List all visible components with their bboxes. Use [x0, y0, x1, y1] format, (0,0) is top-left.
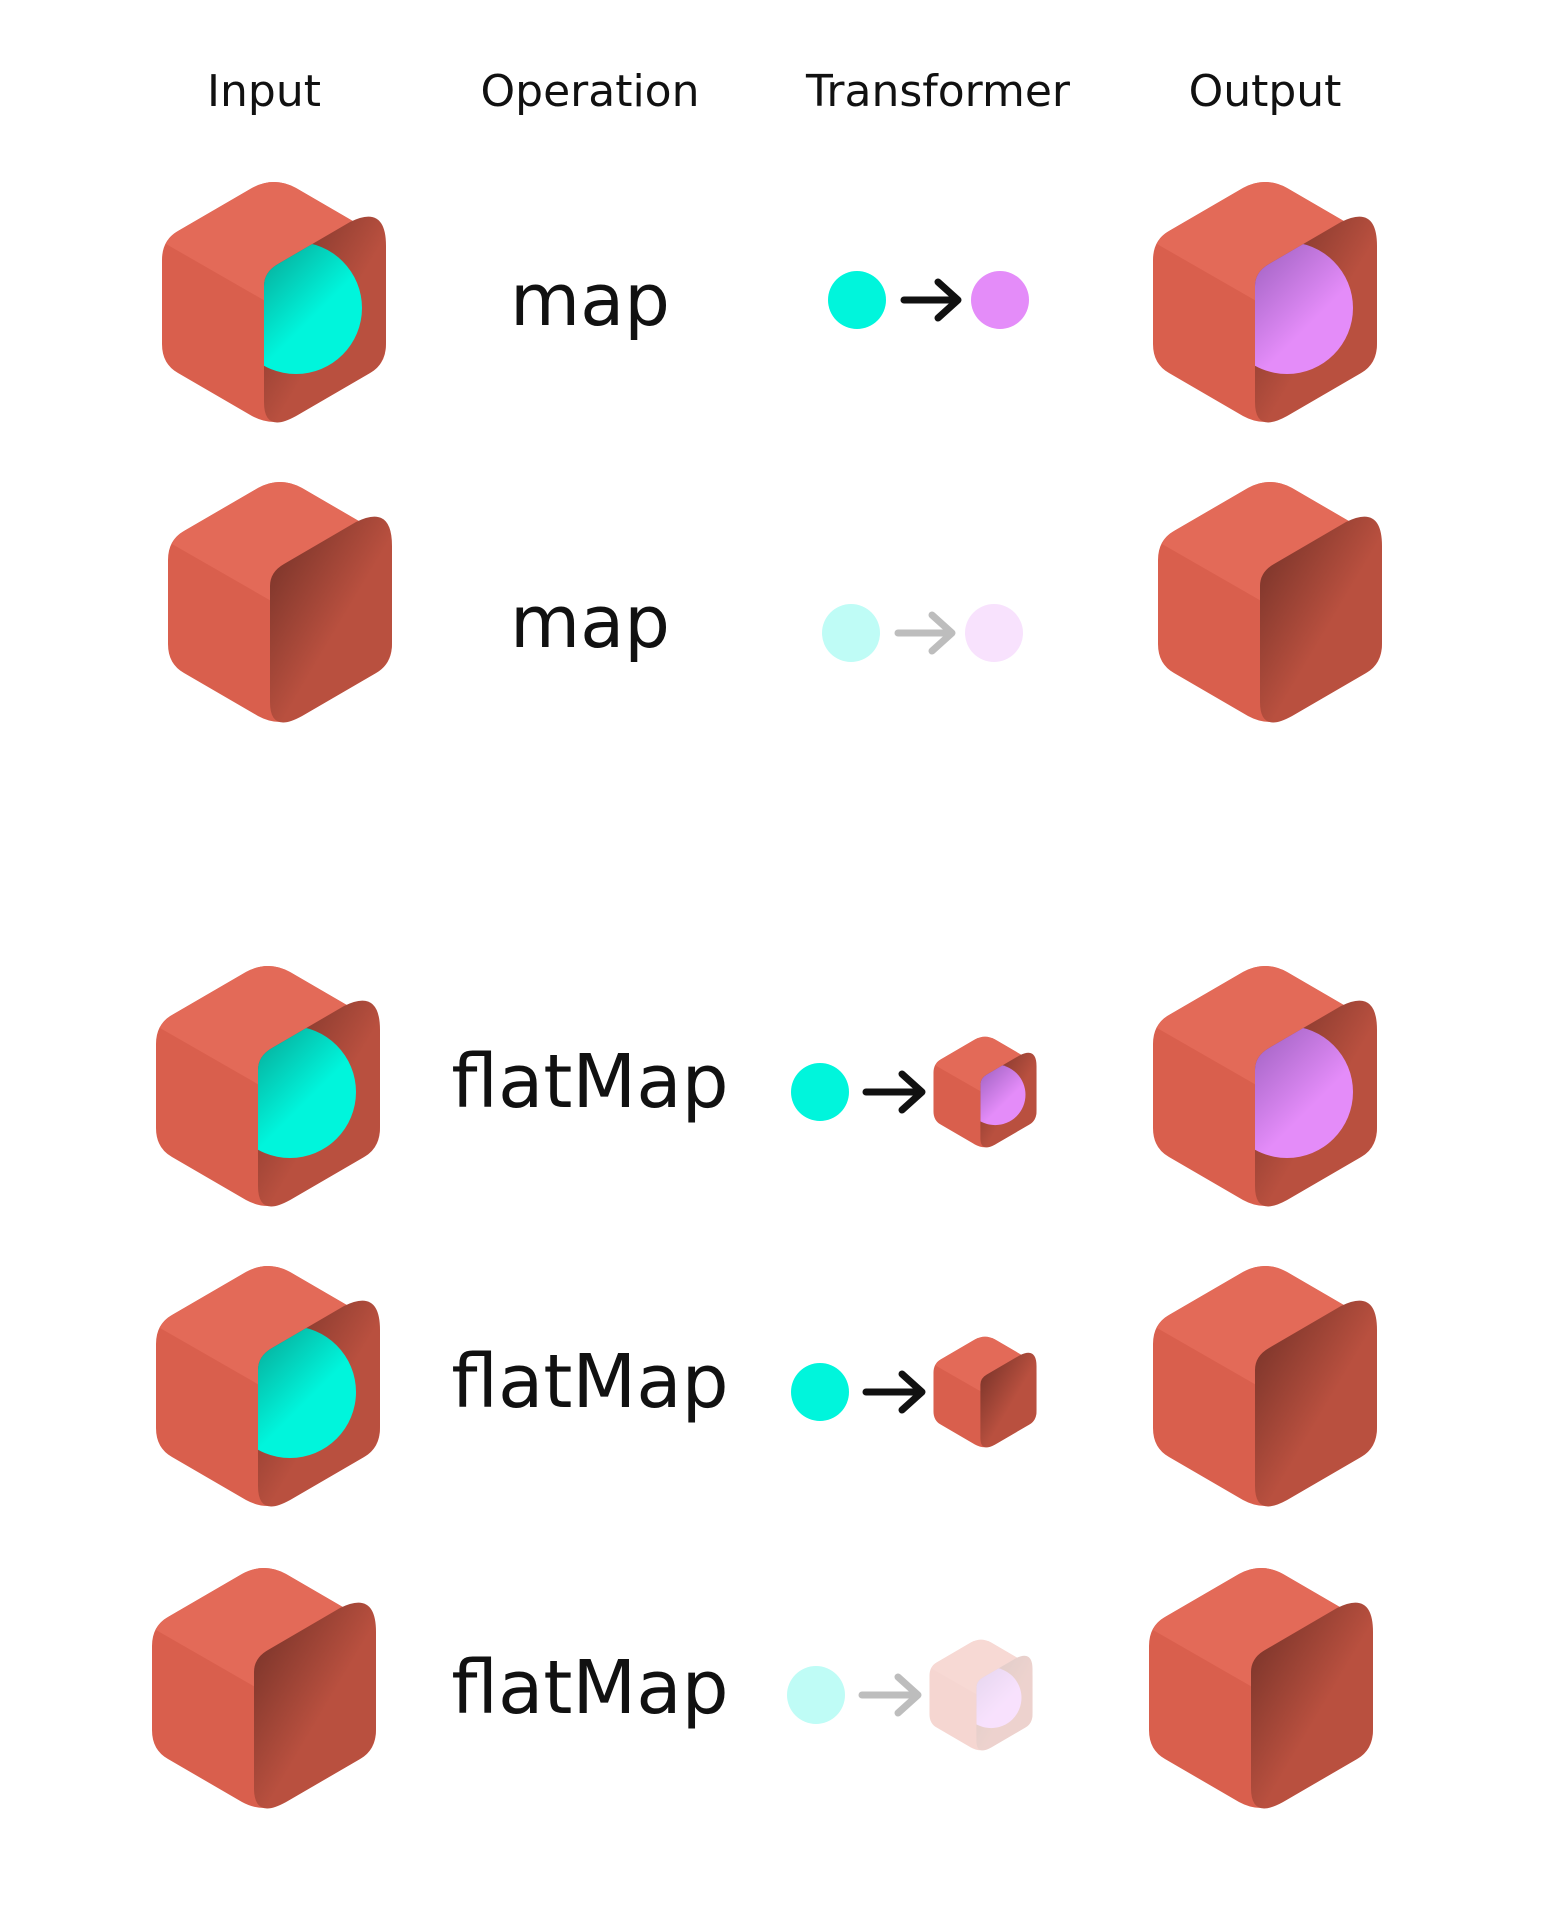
row1-input-box: [162, 182, 386, 423]
row3-transformer-arrow: [862, 1070, 926, 1114]
row5-output-box-opening: [1251, 1602, 1373, 1809]
row5-output-box: [1149, 1568, 1373, 1809]
row4-transformer-output-box: [933, 1336, 1037, 1448]
operation-label-row3: flatMap: [451, 1039, 729, 1125]
row3-transformer-input-dot: [791, 1063, 849, 1121]
header-operation: Operation: [480, 66, 700, 117]
row3-transformer-output-box-purple-ball: [980, 1064, 1026, 1126]
row5-transformer-output-box: [929, 1639, 1033, 1751]
row4-input-box: [156, 1266, 380, 1507]
row5-transformer-arrow: [858, 1673, 922, 1717]
row2-input-box: [168, 482, 392, 723]
row3-output-box: [1153, 966, 1377, 1207]
operation-label-row1: map: [510, 258, 670, 342]
row1-transformer-input-dot: [828, 271, 886, 329]
row3-transformer-output-box: [933, 1036, 1037, 1148]
row1-output-box: [1153, 182, 1377, 423]
row5-input-box: [152, 1568, 376, 1809]
row3-output-box-purple-ball: [1255, 1026, 1353, 1158]
row2-output-box: [1158, 482, 1382, 723]
row4-output-box: [1153, 1266, 1377, 1507]
row2-input-box-opening: [270, 516, 392, 723]
row2-transformer-output-dot: [965, 604, 1023, 662]
row4-transformer-input-dot: [791, 1363, 849, 1421]
row5-transformer-input-dot: [787, 1666, 845, 1724]
operation-label-row2: map: [510, 580, 670, 664]
row1-transformer-arrow: [900, 278, 962, 322]
row2-transformer-arrow: [894, 611, 956, 655]
row2-transformer-input-dot: [822, 604, 880, 662]
row2-output-box-opening: [1260, 516, 1382, 723]
row4-transformer-output-box-opening: [980, 1352, 1037, 1448]
row3-input-box-teal-ball: [258, 1026, 356, 1158]
row4-input-box-teal-ball: [258, 1326, 356, 1458]
row4-output-box-opening: [1255, 1300, 1377, 1507]
row1-input-box-teal-ball: [264, 242, 362, 374]
header-transformer: Transformer: [805, 66, 1071, 117]
row4-transformer-output-box-top: [935, 1336, 1035, 1394]
row1-output-box-purple-ball: [1255, 242, 1353, 374]
row3-transformer-output-box-top: [935, 1036, 1035, 1094]
header-input: Input: [207, 66, 321, 117]
operation-label-row4: flatMap: [451, 1339, 729, 1425]
row4-transformer-arrow: [862, 1370, 926, 1414]
header-output: Output: [1188, 66, 1342, 117]
row5-transformer-output-box-top: [931, 1639, 1031, 1697]
row5-transformer-output-box-purple-ball: [976, 1667, 1022, 1729]
operation-label-row5: flatMap: [451, 1645, 729, 1731]
row3-input-box: [156, 966, 380, 1207]
row1-transformer-output-dot: [971, 271, 1029, 329]
row5-input-box-opening: [254, 1602, 376, 1809]
